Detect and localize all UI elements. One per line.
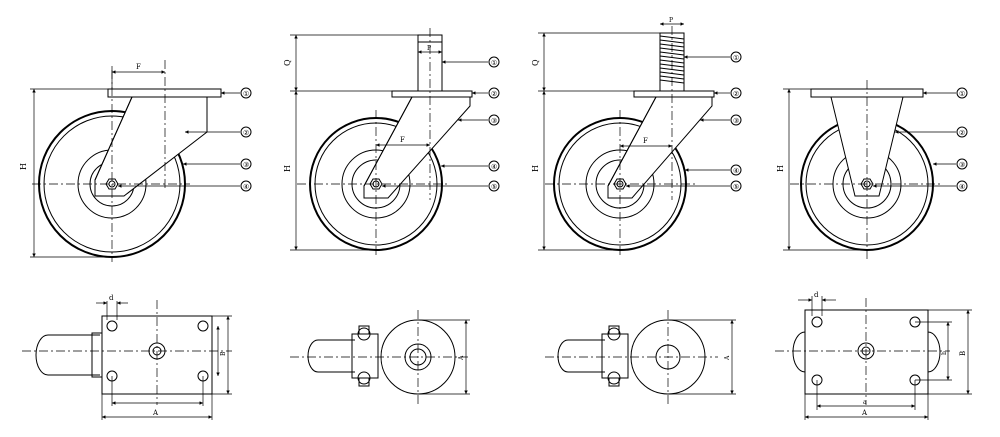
dim-b-label: B — [959, 351, 967, 356]
callout-2: ② — [491, 90, 497, 98]
callout-3: ③ — [733, 117, 739, 125]
dim-d-label: d — [814, 291, 819, 299]
callout-4: ④ — [243, 183, 249, 191]
drawing-1-side-view: H F ① ② ③ ④ — [19, 60, 252, 262]
dim-f-label: F — [643, 137, 648, 145]
dim-b-label: B — [220, 351, 227, 356]
drawing-4-side-view: H ① ② ③ ④ — [776, 80, 968, 260]
top-plate — [107, 88, 222, 98]
drawing-3-plan-view: A — [545, 310, 736, 405]
drawing-2-side-view: H Q F P ① ② ③ ④ ⑤ — [283, 28, 500, 255]
dim-a-label: A — [724, 355, 731, 361]
callout-3: ③ — [491, 117, 497, 125]
mount-plate — [804, 309, 929, 395]
callout-4: ④ — [491, 163, 497, 171]
drawing-4-plan-view: d a A b B — [775, 291, 972, 420]
callout-4: ④ — [733, 167, 739, 175]
callout-2: ② — [733, 90, 739, 98]
callout-1: ① — [733, 54, 739, 62]
callout-3: ③ — [243, 161, 249, 169]
drawing-3-callouts: ① ② ③ ④ ⑤ — [730, 51, 742, 192]
dim-p-label: P — [427, 45, 431, 52]
drawing-1-callouts: ① ② ③ ④ — [240, 87, 252, 192]
dim-b-inner-label: b — [941, 351, 948, 355]
dim-a-label: A — [152, 409, 159, 417]
callout-5: ⑤ — [491, 183, 497, 191]
drawing-1-plan-view: d A B — [22, 294, 232, 420]
dim-h-label: H — [19, 163, 28, 170]
callout-1: ① — [959, 90, 965, 98]
callout-2: ② — [243, 129, 249, 137]
drawing-4-callouts: ① ② ③ ④ — [956, 87, 968, 192]
callout-1: ① — [491, 59, 497, 67]
dim-d-label: d — [109, 294, 114, 302]
callout-1: ① — [243, 90, 249, 98]
dim-f-label: F — [400, 136, 405, 144]
dim-a-label: A — [458, 355, 465, 361]
drawing-3-side-view: H Q F P ① ② ③ ④ ⑤ — [531, 17, 742, 255]
callout-2: ② — [959, 129, 965, 137]
callout-4: ④ — [959, 183, 965, 191]
dim-p-label: P — [669, 17, 673, 24]
dim-f-label: F — [136, 63, 141, 71]
dim-h-label: H — [283, 165, 292, 172]
top-plate — [391, 90, 473, 98]
top-plate — [633, 90, 715, 98]
dim-a-inner-label: a — [863, 399, 867, 406]
dim-q-label: Q — [283, 59, 292, 66]
dim-q-label: Q — [531, 59, 540, 66]
drawing-2-callouts: ① ② ③ ④ ⑤ — [488, 56, 500, 192]
callout-5: ⑤ — [733, 183, 739, 191]
drawing-2-plan-view: A — [290, 310, 470, 405]
dim-h-label: H — [531, 165, 540, 172]
callout-3: ③ — [959, 161, 965, 169]
dim-h-label: H — [776, 165, 785, 172]
dim-a-label: A — [861, 409, 868, 417]
